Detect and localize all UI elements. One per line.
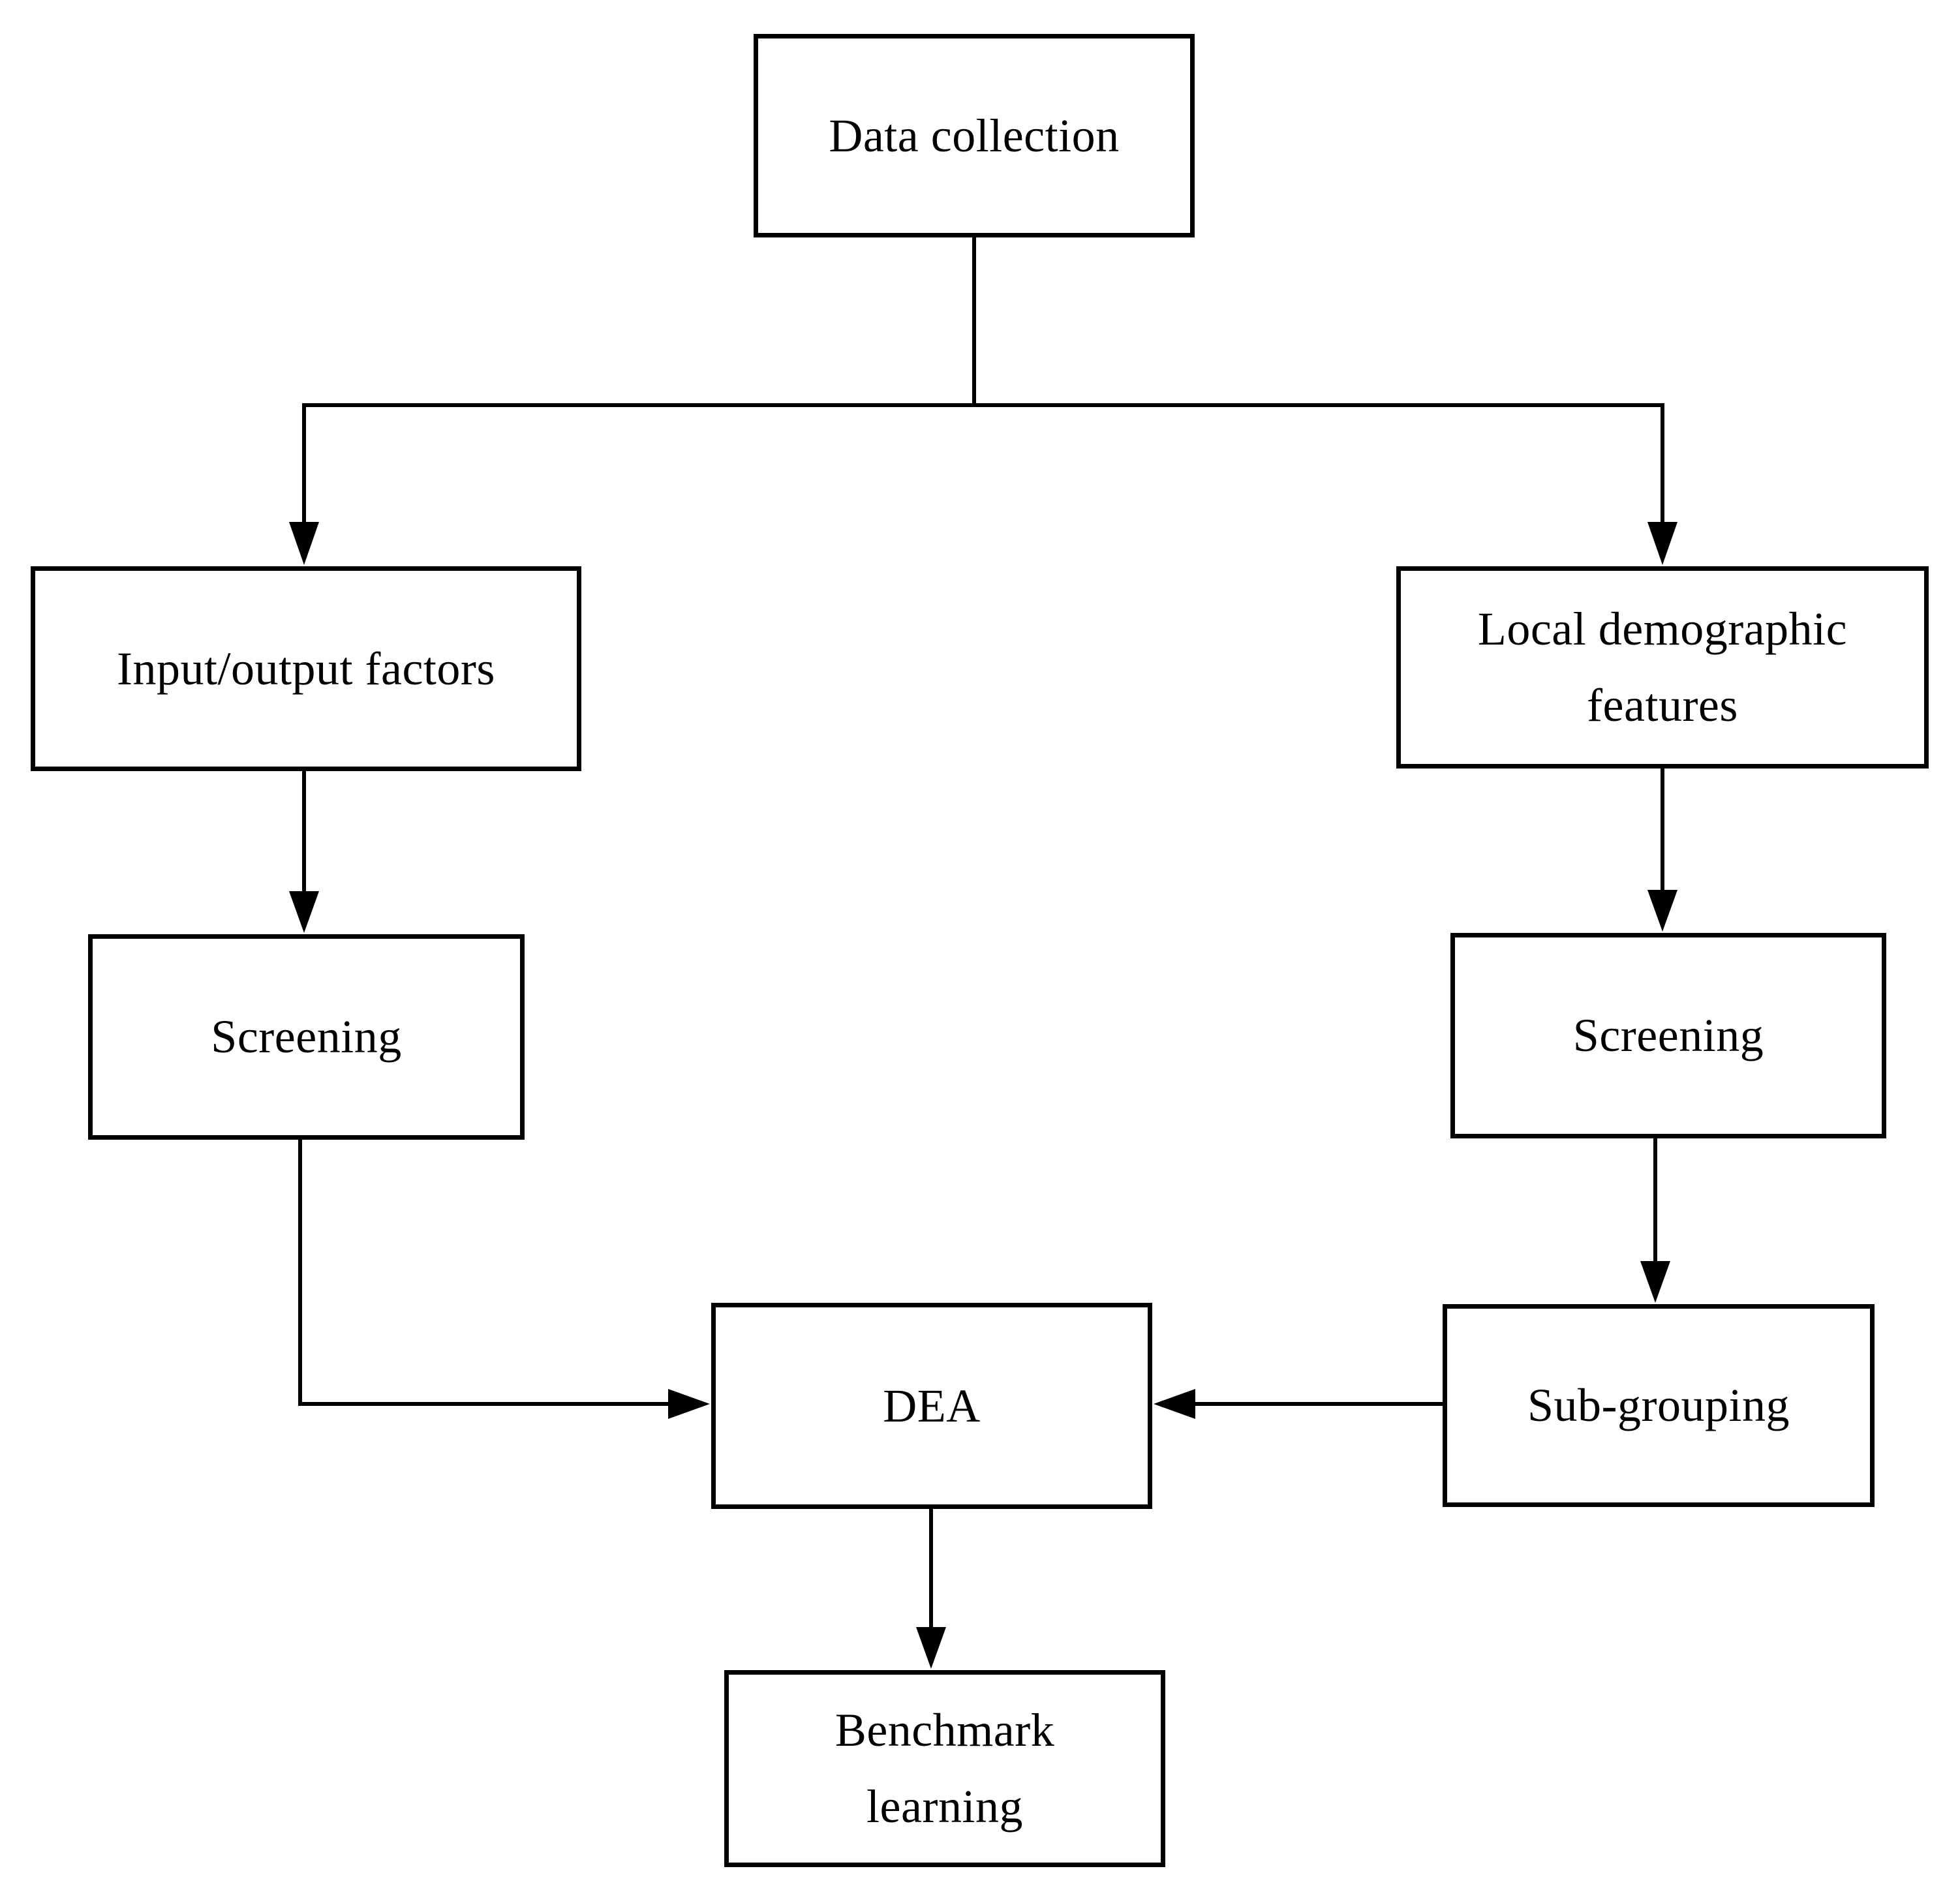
arrowhead-right-icon — [668, 1389, 710, 1419]
node-label-local-demographic-features: Local demographic features — [1477, 603, 1848, 731]
arrowhead-down-icon — [1647, 522, 1677, 565]
arrowhead-down-icon — [1647, 890, 1677, 932]
node-label-benchmark-learning: Benchmark learning — [835, 1704, 1055, 1833]
flowchart-node-dea: DEA — [711, 1303, 1152, 1509]
node-label-sub-grouping: Sub-grouping — [1527, 1379, 1790, 1432]
arrowhead-down-icon — [1640, 1261, 1670, 1303]
connector-screeningleft-to-dea — [298, 1140, 668, 1406]
flowchart-node-screening-left: Screening — [88, 934, 525, 1140]
node-label-data-collection: Data collection — [829, 109, 1120, 162]
node-label-screening-left: Screening — [211, 1011, 402, 1063]
flowchart-node-input-output-factors: Input/output factors — [31, 566, 581, 771]
arrowhead-down-icon — [289, 891, 319, 933]
flowchart-node-sub-grouping: Sub-grouping — [1443, 1304, 1875, 1507]
arrowhead-down-icon — [289, 522, 319, 565]
flowchart-node-screening-right: Screening — [1450, 933, 1886, 1138]
node-label-dea: DEA — [883, 1379, 981, 1432]
flowchart-node-benchmark-learning: Benchmark learning — [724, 1670, 1165, 1867]
arrowhead-down-icon — [916, 1627, 946, 1669]
node-label-screening-right: Screening — [1572, 1009, 1764, 1062]
arrowhead-left-icon — [1154, 1389, 1195, 1419]
node-label-input-output-factors: Input/output factors — [117, 642, 495, 695]
flowchart-node-local-demographic-features: Local demographic features — [1396, 566, 1929, 769]
flowchart-node-data-collection: Data collection — [754, 34, 1195, 237]
